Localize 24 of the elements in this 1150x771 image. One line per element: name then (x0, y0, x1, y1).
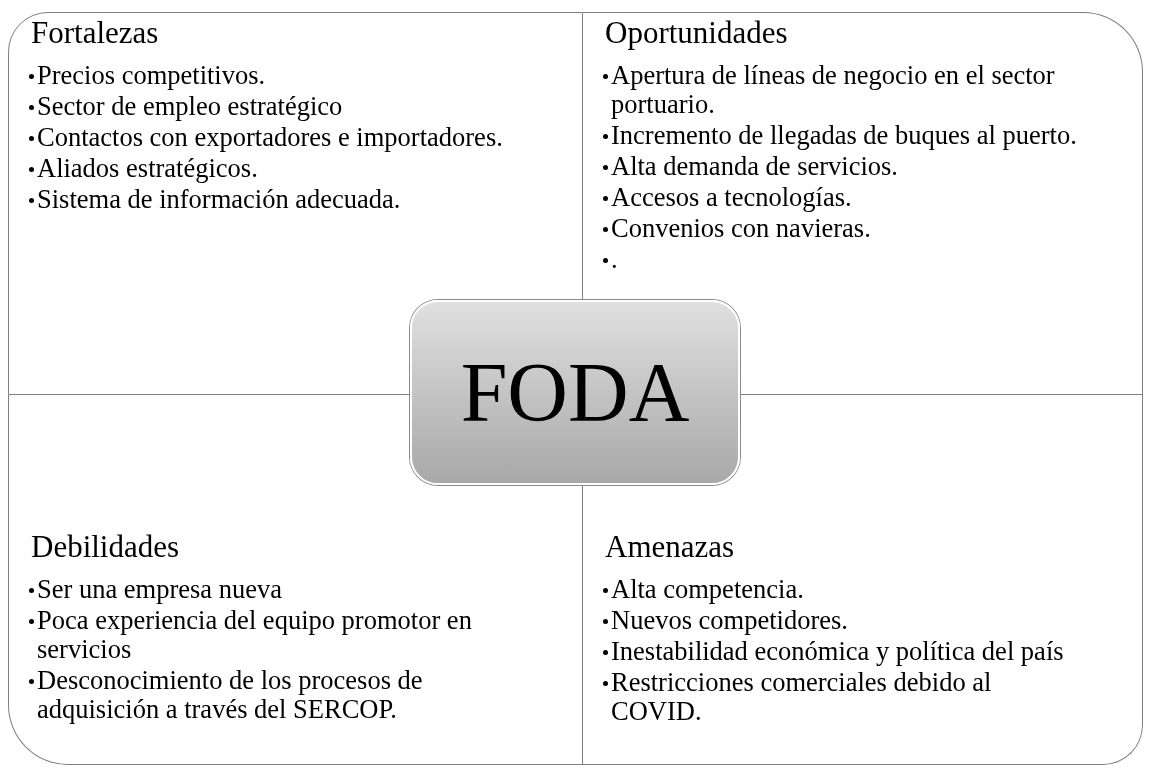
bullet-text: Ser una empresa nueva (37, 575, 283, 604)
bullet-text: Accesos a tecnologías. (611, 183, 852, 212)
bullet-text: Sector de empleo estratégico (37, 92, 343, 121)
bullet-text: Alta competencia. (611, 575, 804, 604)
bullet-text: Apertura de líneas de negocio en el sector portuario. (611, 61, 1056, 119)
bullet-text: Contactos con exportadores e importadores. (37, 123, 503, 152)
quadrant-heading: Oportunidades (605, 15, 789, 51)
bullet-text: Aliados estratégicos. (37, 154, 258, 183)
bullet-text: Sistema de información adecuada. (37, 185, 401, 214)
bullet-text: . (611, 245, 618, 274)
quadrant-heading: Debilidades (31, 529, 181, 565)
bullet-text: Incremento de llegadas de buques al puerto. (611, 121, 1077, 150)
center-box (410, 300, 740, 485)
center-title: FODA (460, 350, 690, 435)
bullet-text: Restricciones comerciales debido al COVID. (611, 668, 993, 726)
bullet-text: Inestabilidad económica y política del país (611, 637, 1064, 666)
quadrant-heading: Fortalezas (31, 15, 160, 51)
bullet-text: Precios competitivos. (37, 61, 266, 90)
bullet-text: Alta demanda de servicios. (611, 152, 898, 181)
quadrant-heading: Amenazas (605, 529, 736, 565)
bullet-text: Nuevos competidores. (611, 606, 848, 635)
bullet-text: Desconocimiento de los procesos de adquisición a través del SERCOP. (37, 666, 424, 724)
bullet-text: Convenios con navieras. (611, 214, 871, 243)
bullet-text: Poca experiencia del equipo promotor en servicios (37, 606, 473, 664)
